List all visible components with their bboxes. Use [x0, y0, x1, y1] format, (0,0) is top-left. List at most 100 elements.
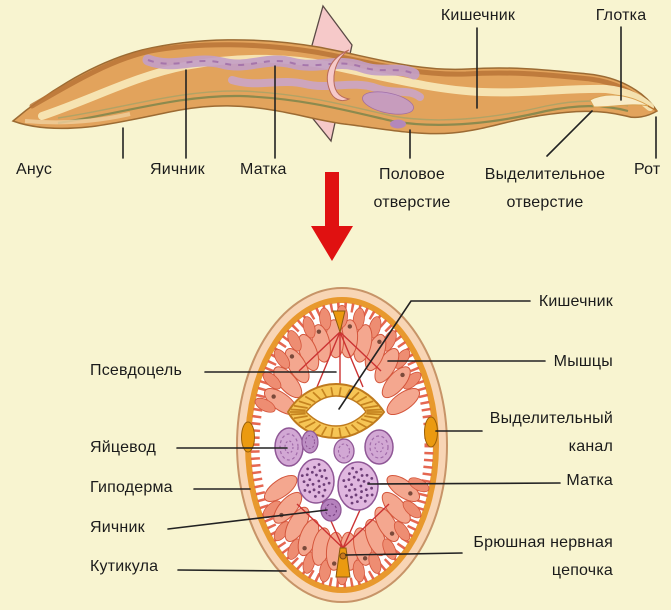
worm-underside-highlight	[24, 112, 131, 125]
label-hypoderm: Гиподерма	[90, 479, 173, 496]
muscle-nucleus	[289, 354, 295, 359]
cross-section-view	[167, 287, 561, 603]
muscle-nucleus	[347, 324, 353, 329]
oviduct-small-section	[301, 430, 319, 454]
egg-dot	[314, 495, 317, 498]
egg-dot	[317, 491, 321, 494]
egg-dot	[355, 470, 358, 474]
top-leader-lines	[122, 26, 657, 159]
oviduct-center-section	[333, 438, 355, 464]
egg-dot	[305, 473, 309, 477]
muscle-cell-small	[287, 330, 302, 352]
intestine-lumen	[304, 395, 367, 427]
egg-dot	[354, 493, 358, 497]
leader-cuticle	[177, 569, 287, 572]
egg-dot	[365, 473, 369, 477]
intestine-villus	[344, 388, 351, 398]
egg-dot	[323, 468, 327, 472]
muscle-nucleus	[389, 531, 395, 536]
oviduct-section	[274, 427, 304, 467]
egg-dot	[347, 478, 351, 482]
muscle-cell-small	[402, 500, 422, 519]
oviduct-right-section	[364, 429, 394, 465]
egg-dot	[310, 470, 314, 474]
muscle-cell	[381, 491, 411, 524]
worm-ventral-line2	[57, 90, 629, 121]
egg-dot	[342, 479, 346, 482]
egg-dot	[302, 480, 306, 484]
worm-ventral-line	[57, 94, 629, 126]
worm-dorsal-streak	[29, 42, 653, 111]
egg-dot	[370, 486, 373, 490]
egg-dot	[360, 490, 363, 493]
muscle-cell	[263, 474, 298, 502]
uterus-egg-dots	[300, 463, 374, 505]
label-pseudocoel: Псевдоцель	[90, 362, 182, 379]
muscle-cell-small	[302, 316, 316, 339]
egg-dot	[352, 475, 356, 479]
muscle-cell-small	[408, 477, 430, 493]
muscle-nucleus	[400, 372, 405, 378]
egg-dot	[364, 488, 368, 492]
leader-nerve-chain	[345, 552, 463, 556]
label-muscles: Мышцы	[553, 353, 613, 370]
egg-dot	[350, 501, 354, 505]
egg-dot	[348, 488, 351, 492]
muscle-nucleus	[271, 394, 276, 399]
egg-dot	[311, 482, 315, 486]
intestine-villus	[298, 400, 312, 406]
label-uterus-top: Матка	[240, 161, 287, 178]
label-intestine-cross-section: Кишечник	[538, 293, 613, 310]
muscle-cell	[386, 388, 421, 416]
intestine-villi	[290, 387, 382, 437]
leader-ovary-cs	[167, 509, 328, 530]
excretory-canal-left-node	[241, 421, 255, 453]
intestine-villus	[356, 395, 368, 403]
egg-dot	[355, 500, 359, 504]
egg-dot	[303, 489, 307, 492]
egg-dot	[370, 493, 374, 497]
egg-dot	[363, 499, 367, 503]
label-genital-opening: Половое отверстие	[373, 166, 451, 211]
egg-dot	[353, 487, 357, 491]
intestine-villus	[356, 421, 368, 429]
egg-dot	[359, 484, 363, 488]
intestine-villus	[366, 408, 382, 412]
egg-dot	[306, 483, 310, 487]
intestine-villus	[312, 424, 322, 433]
muscle-nucleus	[302, 546, 307, 551]
egg-dot	[317, 463, 321, 466]
label-excretory-canal: Выделительный канал	[489, 410, 613, 455]
muscle-cell-small	[368, 551, 382, 574]
muscle-cell-small	[319, 307, 332, 331]
egg-dot	[357, 478, 360, 482]
intestine-villus	[321, 388, 328, 398]
egg-dot	[323, 488, 327, 492]
label-anus: Анус	[16, 161, 53, 178]
egg-dot	[318, 485, 321, 488]
label-ovary-cross-section: Яичник	[90, 519, 145, 536]
egg-dot	[308, 478, 312, 482]
leader-intestine-cs	[338, 300, 531, 410]
egg-dot	[321, 494, 325, 498]
intestine-villus	[304, 421, 316, 429]
section-arrow-icon	[311, 172, 353, 261]
egg-dot	[360, 474, 364, 477]
egg-dot	[359, 467, 363, 471]
intestine-villus	[338, 427, 342, 437]
egg-dot	[322, 483, 326, 486]
label-uterus-cross-section: Матка	[566, 472, 613, 489]
egg-dot	[344, 485, 348, 489]
label-ventral-nerve-chain: Брюшная нервная цепочка	[473, 534, 613, 579]
egg-dot	[318, 469, 322, 473]
egg-dot	[365, 493, 369, 497]
intestine-villus	[360, 418, 374, 424]
uterus-right-section	[337, 461, 379, 511]
egg-dot	[312, 488, 316, 492]
muscle-cell-small	[254, 397, 276, 413]
label-excretory-opening: Выделительное отверстие	[484, 166, 606, 211]
egg-dot	[345, 494, 348, 498]
intestine-villus	[360, 400, 374, 406]
muscle-nucleus	[316, 329, 322, 334]
worm-gonad-coil-2	[228, 76, 424, 101]
